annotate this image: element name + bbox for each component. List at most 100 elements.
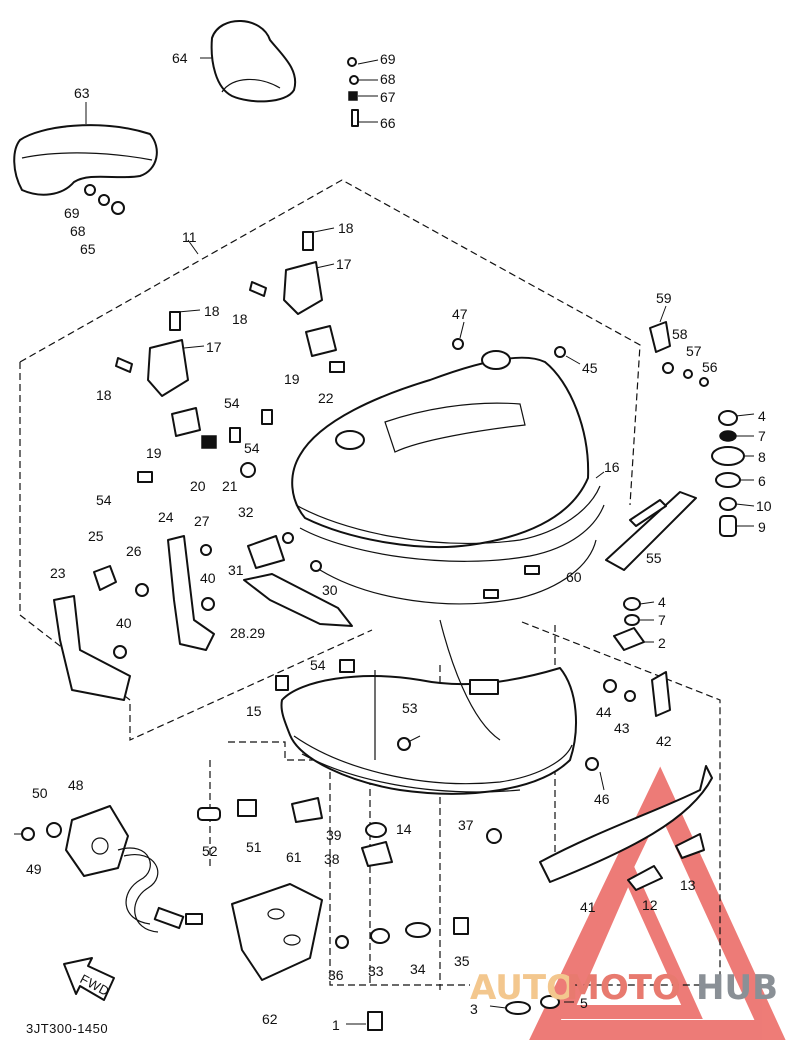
hinge-17-left [115, 281, 267, 397]
part-label: 30 [322, 582, 338, 598]
part-label: 34 [410, 961, 426, 977]
part-label: 53 [402, 700, 418, 716]
part-label: 8 [758, 449, 766, 465]
cushion-64 [210, 20, 297, 103]
part-label: 47 [452, 306, 468, 322]
part-label: 27 [194, 513, 210, 529]
cushion-63 [13, 124, 158, 196]
lock-parts-56-59 [452, 321, 709, 387]
part-label: 18 [338, 220, 354, 236]
part-label: 69 [64, 205, 80, 221]
part-label: 17 [336, 256, 352, 272]
part-label: 23 [50, 565, 66, 581]
trim-strips-16-55-60 [605, 491, 697, 571]
part-label: 59 [656, 290, 672, 306]
part-label: 66 [380, 115, 396, 131]
part-label: 49 [26, 861, 42, 877]
part-label: 64 [172, 50, 188, 66]
part-label: 19 [284, 371, 300, 387]
part-label: 21 [222, 478, 238, 494]
part-label: 18 [96, 387, 112, 403]
part-label: 28.29 [230, 625, 265, 641]
part-label: 31 [228, 562, 244, 578]
cylinder-parts-4-10 [711, 410, 745, 537]
part-label: 62 [262, 1011, 278, 1027]
part-label: 68 [380, 71, 396, 87]
strap-28-32 [243, 532, 353, 627]
part-label: 39 [326, 827, 342, 843]
small-parts-51-53 [197, 659, 411, 823]
part-label: 44 [596, 704, 612, 720]
part-label: 36 [328, 967, 344, 983]
part-label: 52 [202, 843, 218, 859]
part-label: 11 [182, 229, 197, 245]
part-label: 65 [80, 241, 96, 257]
part-label: 63 [74, 85, 90, 101]
part-label: 33 [368, 963, 384, 979]
part-label: 18 [232, 311, 248, 327]
part-label: 20 [190, 478, 206, 494]
part-label: 13 [680, 877, 696, 893]
part-label: 22 [318, 390, 334, 406]
trim-41-12-13 [539, 765, 713, 891]
leader-lines [14, 57, 755, 1025]
watermark-hub: HUB [696, 968, 778, 1008]
part-label: 12 [642, 897, 658, 913]
watermark-moto: MOTO [566, 968, 681, 1008]
watermark-wordmark: AUTO MOTO HUB [470, 968, 778, 1008]
watermark-triangle-logo [529, 766, 786, 1040]
part-label: 9 [758, 519, 766, 535]
part-label: 60 [566, 569, 582, 585]
part-label: 50 [32, 785, 48, 801]
part-label: 16 [604, 459, 620, 475]
part-label: 38 [324, 851, 340, 867]
latch-parts-19-22 [137, 325, 345, 483]
part-label: 43 [614, 720, 630, 736]
part-label: 54 [310, 657, 326, 673]
part-label: 46 [594, 791, 610, 807]
case-lid-11 [291, 350, 605, 605]
hinge-17-right [283, 231, 323, 315]
part-label: 25 [88, 528, 104, 544]
part-label: 54 [96, 492, 112, 508]
part-label: 48 [68, 777, 84, 793]
part-label: 3 [470, 1001, 478, 1017]
part-label: 2 [658, 635, 666, 651]
drawing-code: 3JT300-1450 [26, 1021, 108, 1036]
part-label: 56 [702, 359, 718, 375]
bottom-fasteners-1-3-5 [367, 995, 560, 1031]
part-label: 26 [126, 543, 142, 559]
part-label: 1 [332, 1017, 340, 1033]
screws-65-68-69 [84, 57, 359, 215]
small-parts-33-39 [335, 822, 502, 949]
part-label: 67 [380, 89, 396, 105]
watermark-auto: AUTO [470, 968, 575, 1008]
part-number-labels: 64 69 68 67 66 63 69 68 65 11 18 17 18 1… [26, 50, 772, 1033]
part-label: 7 [658, 612, 666, 628]
part-label: 32 [238, 504, 254, 520]
forward-direction-arrow: FWD [63, 957, 115, 1001]
part-label: 10 [756, 498, 772, 514]
part-label: 14 [396, 821, 412, 837]
part-label: 61 [286, 849, 302, 865]
bracket-23 [53, 595, 131, 701]
part-label: 19 [146, 445, 162, 461]
part-label: 54 [244, 440, 260, 456]
part-label: 4 [758, 408, 766, 424]
part-label: 58 [672, 326, 688, 342]
part-label: 15 [246, 703, 262, 719]
bracket-24 [167, 535, 215, 651]
part-label: 40 [200, 570, 216, 586]
part-label: 35 [454, 953, 470, 969]
part-label: 18 [204, 303, 220, 319]
bracket-62 [231, 883, 323, 981]
part-label: 55 [646, 550, 662, 566]
case-base-14 [280, 565, 577, 795]
part-label: 57 [686, 343, 702, 359]
part-label: 54 [224, 395, 240, 411]
catch-25-26 [93, 544, 215, 659]
part-label: 68 [70, 223, 86, 239]
part-label: 41 [580, 899, 596, 915]
part-label: 51 [246, 839, 262, 855]
